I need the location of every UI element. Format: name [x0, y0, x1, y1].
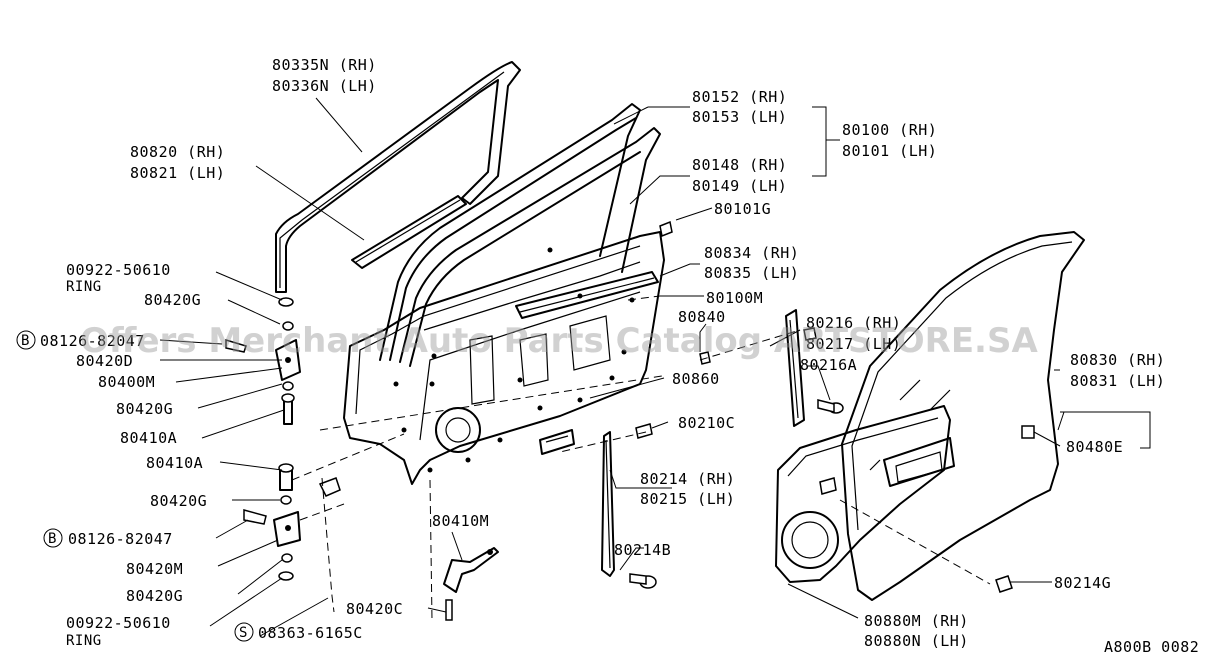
- label-80100M: 80100M: [706, 289, 763, 307]
- diagram-id: A800B 0082: [1104, 638, 1199, 656]
- assembly-lines: [291, 295, 991, 621]
- door-inner-panel: [343, 231, 665, 485]
- hinge-upper: [225, 297, 301, 425]
- label-80480E: 80480E: [1066, 438, 1123, 456]
- small-clips: [659, 220, 1013, 593]
- label-08363: 08363-6165C: [258, 624, 363, 642]
- label-80420G-2: 80420G: [116, 400, 173, 418]
- label-s: S: [239, 625, 248, 641]
- label-80821: 80821 (LH): [130, 164, 225, 182]
- label-08126-bottom: 08126-82047: [68, 530, 173, 548]
- label-80217: 80217 (LH): [806, 335, 901, 353]
- watermark-text: Offers Merchant Auto Parts Catalog ARTST…: [80, 321, 1038, 361]
- label-80410A-2: 80410A: [146, 454, 203, 472]
- label-08126-top: 08126-82047: [40, 332, 145, 350]
- label-80101: 80101 (LH): [842, 142, 937, 160]
- door-trim-panel: [775, 379, 955, 583]
- leader-lines: [159, 97, 1151, 637]
- label-80840: 80840: [678, 308, 726, 326]
- rear-sash-channel: [601, 423, 657, 589]
- label-ring-top: RING: [66, 279, 102, 295]
- label-80336N: 80336N (LH): [272, 77, 377, 95]
- glass-run-channel: [275, 61, 521, 293]
- label-80830: 80830 (RH): [1070, 351, 1165, 369]
- door-weatherstrip: [841, 231, 1085, 601]
- label-80834: 80834 (RH): [704, 244, 799, 262]
- label-80152: 80152 (RH): [692, 88, 787, 106]
- label-80420G-1: 80420G: [144, 291, 201, 309]
- label-80410A-1: 80410A: [120, 429, 177, 447]
- callout-labels: 80335N (RH) 80336N (LH) 80152 (RH) 80153…: [16, 56, 1199, 656]
- label-00922-bottom: 00922-50610: [66, 614, 171, 632]
- inner-sash-strip: [351, 195, 467, 269]
- label-80216A: 80216A: [800, 356, 857, 374]
- label-80214: 80214 (RH): [640, 470, 735, 488]
- belt-moulding: [515, 271, 659, 319]
- screw-symbol-s: [234, 622, 254, 642]
- label-80420C: 80420C: [346, 600, 403, 618]
- bolt-symbol-b-bottom: [43, 528, 63, 548]
- label-80335N: 80335N (RH): [272, 56, 377, 74]
- label-00922-top: 00922-50610: [66, 261, 171, 279]
- hinge-lower: [243, 463, 341, 581]
- label-80210C: 80210C: [678, 414, 735, 432]
- front-sash-channel: [785, 309, 844, 427]
- label-80214G: 80214G: [1054, 574, 1111, 592]
- label-80860: 80860: [672, 370, 720, 388]
- label-80420G-3: 80420G: [150, 492, 207, 510]
- label-80880N: 80880N (LH): [864, 632, 969, 650]
- label-80420G-4: 80420G: [126, 587, 183, 605]
- label-80820: 80820 (RH): [130, 143, 225, 161]
- label-80100: 80100 (RH): [842, 121, 937, 139]
- label-80400M: 80400M: [98, 373, 155, 391]
- label-80148: 80148 (RH): [692, 156, 787, 174]
- label-80101G: 80101G: [714, 200, 771, 218]
- label-80880M: 80880M (RH): [864, 612, 969, 630]
- label-80410M: 80410M: [432, 512, 489, 530]
- label-80420D: 80420D: [76, 352, 133, 370]
- label-80420M: 80420M: [126, 560, 183, 578]
- bolt-symbol-b-top: [16, 330, 36, 350]
- label-80149: 80149 (LH): [692, 177, 787, 195]
- label-80831: 80831 (LH): [1070, 372, 1165, 390]
- label-80153: 80153 (LH): [692, 108, 787, 126]
- label-b-bottom: B: [48, 531, 57, 547]
- label-80835: 80835 (LH): [704, 264, 799, 282]
- label-b-top: B: [21, 333, 30, 349]
- door-check-link: [443, 547, 499, 621]
- label-80214B: 80214B: [614, 541, 671, 559]
- label-ring-bottom: RING: [66, 633, 102, 649]
- door-sash-frames: [379, 103, 661, 367]
- label-80216: 80216 (RH): [806, 314, 901, 332]
- label-80215: 80215 (LH): [640, 490, 735, 508]
